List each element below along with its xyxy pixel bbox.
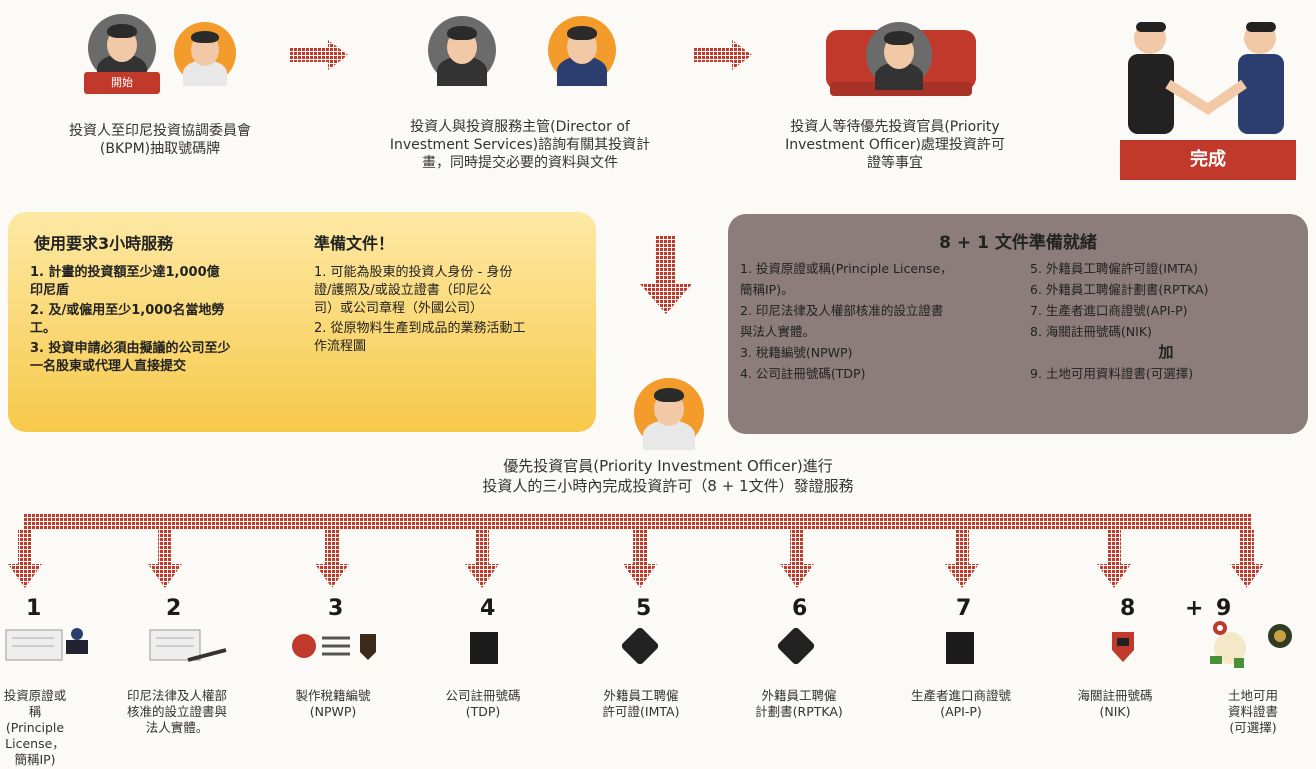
registration-icon bbox=[470, 632, 498, 664]
customs-shield-icon bbox=[1112, 632, 1134, 662]
document-item: 5. 外籍員工聘僱許可證(IMTA) bbox=[1030, 261, 1198, 276]
doc-number-7: 7 bbox=[956, 596, 972, 621]
doc-label-3: 製作稅籍編號 (NPWP) bbox=[295, 688, 371, 719]
document-item: 7. 生產者進口商證號(API-P) bbox=[1030, 303, 1188, 318]
doc-label-9: 土地可用 資料證書 (可選擇) bbox=[1227, 688, 1278, 735]
doc-number-1: 1 bbox=[26, 596, 42, 621]
priority-officer-avatar bbox=[634, 378, 704, 450]
document-prep-item: 1. 可能為股東的投資人身份 - 身份 證/護照及/或設立證書（印尼公 司）或公… bbox=[314, 265, 513, 316]
doc-label-4: 公司註冊號碼 (TDP) bbox=[445, 688, 521, 719]
requirements-panel: 使用要求3小時服務 1. 計畫的投資額至少達1,000億 印尼盾 2. 及/或僱… bbox=[8, 212, 596, 432]
doc-label-2: 印尼法律及人權部 核准的設立證書與 法人實體。 bbox=[126, 688, 227, 735]
document-prep-item: 2. 從原物料生產到成品的業務活動工 作流程圖 bbox=[314, 321, 526, 354]
document-item: 8. 海關註冊號碼(NIK) bbox=[1030, 324, 1152, 339]
document-item: 4. 公司註冊號碼(TDP) bbox=[740, 366, 866, 381]
doc-label-8: 海關註冊號碼 (NIK) bbox=[1077, 688, 1153, 719]
bkpm-staff-avatar bbox=[174, 22, 236, 86]
doc-number-6: 6 bbox=[792, 596, 808, 621]
plus-sign: + bbox=[1185, 596, 1204, 621]
plan-emblem-icon bbox=[776, 626, 816, 666]
step2-caption: 投資人與投資服務主管(Director of Investment Servic… bbox=[389, 119, 651, 171]
document-item: 6. 外籍員工聘僱計劃書(RPTKA) bbox=[1030, 282, 1209, 297]
distribution-arrows bbox=[8, 514, 1264, 588]
requirements-title: 使用要求3小時服務 bbox=[34, 234, 174, 253]
right-arrow-icon bbox=[694, 40, 752, 70]
director-avatar bbox=[548, 16, 616, 86]
requirement-item: 3. 投資申請必須由擬議的公司至少 一名股東或代理人直接提交 bbox=[30, 341, 231, 374]
tax-id-card-icon bbox=[292, 634, 376, 660]
step3-caption: 投資人等待優先投資官員(Priority Investment Officer)… bbox=[785, 119, 1005, 171]
officer-caption: 優先投資官員(Priority Investment Officer)進行 投資… bbox=[482, 457, 854, 495]
doc-number-4: 4 bbox=[480, 596, 496, 621]
requirement-item: 2. 及/或僱用至少1,000名當地勞 工。 bbox=[30, 303, 225, 336]
handshake-icon bbox=[1128, 22, 1284, 134]
start-badge: 開始 bbox=[84, 72, 160, 94]
certificate-pen-icon bbox=[149, 629, 227, 662]
land-map-icon bbox=[1210, 621, 1292, 668]
doc-number-2: 2 bbox=[166, 596, 182, 621]
importer-id-icon bbox=[946, 632, 974, 664]
investor-avatar bbox=[428, 16, 496, 86]
down-arrow-icon bbox=[640, 236, 692, 314]
permit-emblem-icon bbox=[620, 626, 660, 666]
documents-right-list: 5. 外籍員工聘僱許可證(IMTA) 6. 外籍員工聘僱計劃書(RPTKA) 7… bbox=[1030, 258, 1302, 384]
documents-ready-title: 8 + 1 文件準備就緒 bbox=[939, 233, 1097, 253]
doc-label-7: 生產者進口商證號 (API-P) bbox=[910, 688, 1011, 719]
requirements-list: 1. 計畫的投資額至少達1,000億 印尼盾 2. 及/或僱用至少1,000名當… bbox=[30, 264, 300, 378]
doc-number-9: 9 bbox=[1216, 596, 1232, 621]
investor-avatar bbox=[88, 14, 156, 84]
documents-left-list: 1. 投資原證或稱(Principle License， 簡稱IP)。 2. 印… bbox=[740, 258, 1020, 384]
doc-label-5: 外籍員工聘僱 許可證(IMTA) bbox=[602, 688, 680, 719]
doc-label-6: 外籍員工聘僱 計劃書(RPTKA) bbox=[755, 688, 843, 719]
document-item: 3. 稅籍編號(NPWP) bbox=[740, 345, 853, 360]
doc-label-1: 投資原證或稱 (Principle License， 簡稱IP) bbox=[3, 688, 67, 767]
requirement-item: 1. 計畫的投資額至少達1,000億 印尼盾 bbox=[30, 265, 220, 298]
doc-number-8: 8 bbox=[1120, 596, 1136, 621]
document-item: 1. 投資原證或稱(Principle License， 簡稱IP)。 bbox=[740, 261, 953, 297]
step1-caption: 投資人至印尼投資協調委員會 (BKPM)抽取號碼牌 bbox=[69, 123, 251, 157]
doc-number-5: 5 bbox=[636, 596, 652, 621]
documents-prep-list: 1. 可能為股東的投資人身份 - 身份 證/護照及/或設立證書（印尼公 司）或公… bbox=[314, 264, 586, 358]
document-item: 9. 土地可用資料證書(可選擇) bbox=[1030, 366, 1194, 381]
doc-number-3: 3 bbox=[328, 596, 344, 621]
document-item: 2. 印尼法律及人權部核准的設立證書 與法人實體。 bbox=[740, 303, 944, 339]
documents-ready-panel: 8 + 1 文件準備就緒 1. 投資原證或稱(Principle License… bbox=[728, 214, 1308, 434]
right-arrow-icon bbox=[290, 40, 348, 70]
documents-title: 準備文件！ bbox=[314, 234, 395, 253]
plus-label: 加 bbox=[1158, 343, 1174, 361]
complete-badge: 完成 bbox=[1120, 140, 1296, 180]
investor-avatar bbox=[866, 22, 932, 90]
certificate-stamp-icon bbox=[5, 628, 88, 661]
